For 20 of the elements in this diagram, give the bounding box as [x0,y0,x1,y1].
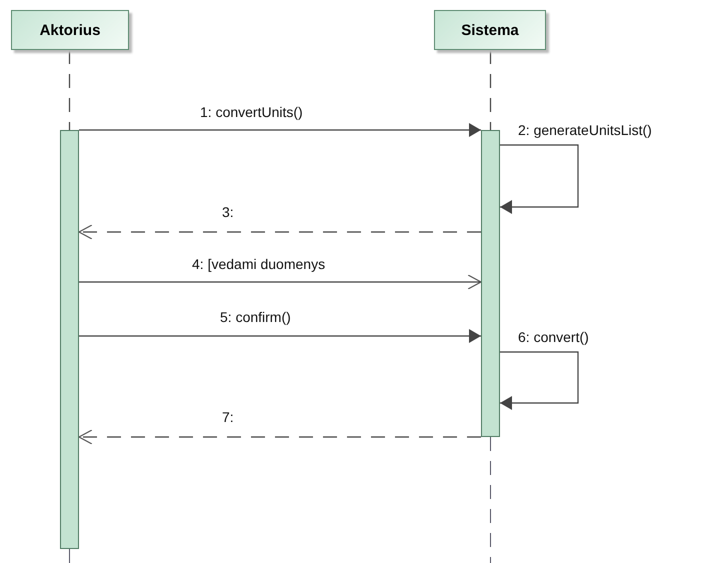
lifeline [490,50,492,130]
message-arrow [79,274,482,290]
message-label: 7: [222,409,234,425]
return-message-arrow [78,224,481,240]
message-arrow [79,123,481,137]
message-arrow [79,329,481,343]
message-label: 3: [222,204,234,220]
self-message-arrow [500,144,579,214]
self-message-arrow [500,351,579,410]
lifeline-head: Sistema [434,10,546,50]
message-label: 1: convertUnits() [200,104,303,120]
message-label: 4: [vedami duomenys [192,256,326,272]
lifeline [68,50,70,130]
return-message-arrow [78,429,481,445]
activation-bar [60,130,79,549]
activation-bar [481,130,500,437]
message-label: 6: convert() [518,329,589,345]
lifeline-head: Aktorius [11,10,129,50]
message-label: 2: generateUnitsList() [518,122,652,138]
message-label: 5: confirm() [220,309,291,325]
